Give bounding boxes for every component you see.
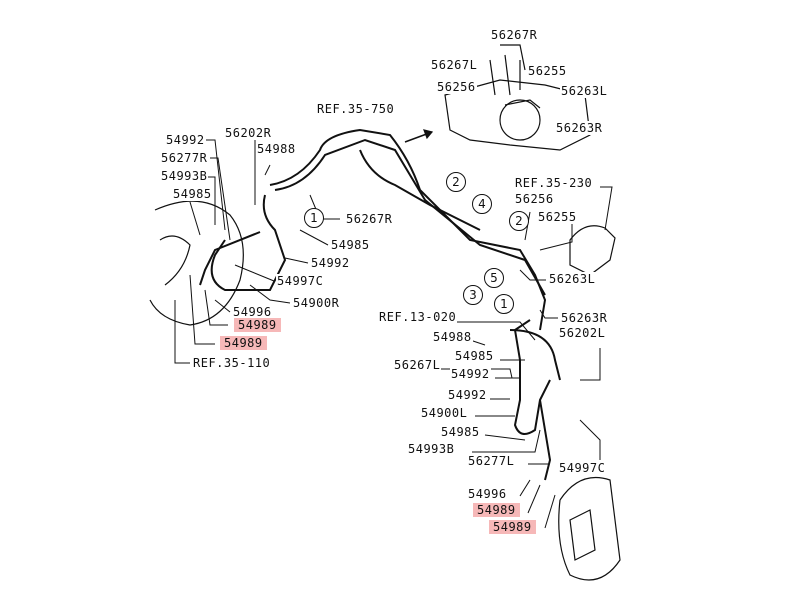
master-cylinder [569,225,616,276]
part-number-label: 56267L [430,58,479,72]
part-number-label: 56263L [560,84,609,98]
reference-label: REF.13-020 [378,310,458,324]
callout-number: 3 [463,285,483,305]
part-number-label: 56263R [555,121,604,135]
callout-number: 2 [509,211,529,231]
part-number-label: 56267R [345,212,394,226]
part-number-label: 54997C [276,274,325,288]
callout-number: 2 [446,172,466,192]
reference-label: REF.35-110 [192,356,272,370]
part-number-label: 54993B [160,169,209,183]
part-number-label: 54985 [172,187,213,201]
part-number-label-highlighted: 54989 [234,318,281,332]
part-number-label: 56255 [527,64,568,78]
part-number-label: 56263R [560,311,609,325]
part-number-label: 54988 [432,330,473,344]
part-number-label: 56267R [490,28,539,42]
part-number-label: 54900L [420,406,469,420]
reference-label: REF.35-750 [316,102,396,116]
part-number-label: 54992 [450,367,491,381]
part-number-label: 56277L [467,454,516,468]
abs-hydraulic-unit [444,44,591,151]
part-number-label: 54992 [310,256,351,270]
part-number-label: 54988 [256,142,297,156]
part-number-label: 56277R [160,151,209,165]
brake-line-bundle [199,128,561,481]
callout-number: 1 [494,294,514,314]
part-number-label: 54993B [407,442,456,456]
right-brake-assembly [558,476,621,581]
part-number-label: 54985 [440,425,481,439]
part-number-label: 54985 [330,238,371,252]
part-number-label: 56202R [224,126,273,140]
part-number-label: 56255 [537,210,578,224]
part-number-label: 54900R [292,296,341,310]
part-number-label: 54996 [232,305,273,319]
part-number-label: 56256 [436,80,477,94]
part-number-label: 56267L [393,358,442,372]
callout-number: 5 [484,268,504,288]
part-number-label: 56263L [548,272,597,286]
part-number-label: 54985 [454,349,495,363]
part-number-label: 54992 [447,388,488,402]
part-number-label: 54996 [467,487,508,501]
part-number-label-highlighted: 54989 [473,503,520,517]
part-number-label-highlighted: 54989 [220,336,267,350]
left-brake-assembly [149,200,244,326]
part-number-label: 56256 [514,192,555,206]
part-number-label: 54997C [558,461,607,475]
callout-number: 4 [472,194,492,214]
part-number-label-highlighted: 54989 [489,520,536,534]
reference-label: REF.35-230 [514,176,594,190]
callout-number: 1 [304,208,324,228]
part-number-label: 56202L [558,326,607,340]
part-number-label: 54992 [165,133,206,147]
